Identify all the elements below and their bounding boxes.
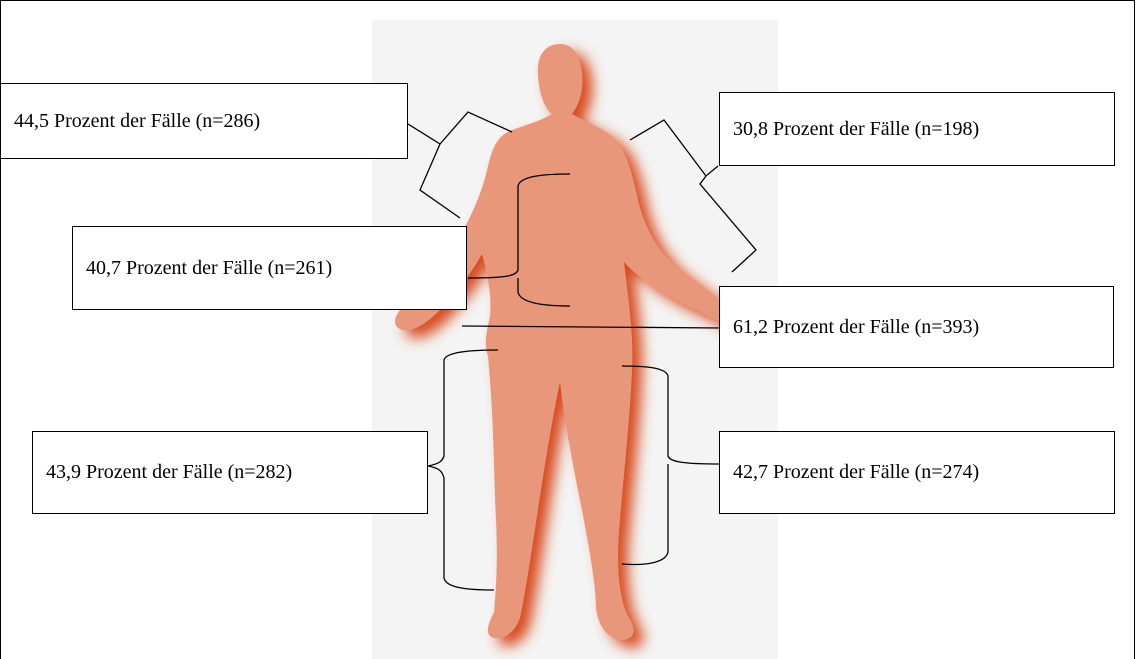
label-leg-left: 43,9 Prozent der Fälle (n=282) [32,431,428,514]
label-trunk: 40,7 Prozent der Fälle (n=261) [72,226,467,310]
label-text: 61,2 Prozent der Fälle (n=393) [733,316,979,339]
label-hands: 61,2 Prozent der Fälle (n=393) [719,286,1114,368]
label-text: 30,8 Prozent der Fälle (n=198) [733,118,979,141]
label-text: 42,7 Prozent der Fälle (n=274) [733,461,979,484]
label-leg-right: 42,7 Prozent der Fälle (n=274) [719,431,1115,514]
label-text: 44,5 Prozent der Fälle (n=286) [14,110,260,133]
label-shoulder-arm-left: 44,5 Prozent der Fälle (n=286) [0,83,408,159]
label-text: 40,7 Prozent der Fälle (n=261) [86,257,332,280]
label-shoulder-arm-right: 30,8 Prozent der Fälle (n=198) [719,92,1115,166]
label-text: 43,9 Prozent der Fälle (n=282) [46,461,292,484]
